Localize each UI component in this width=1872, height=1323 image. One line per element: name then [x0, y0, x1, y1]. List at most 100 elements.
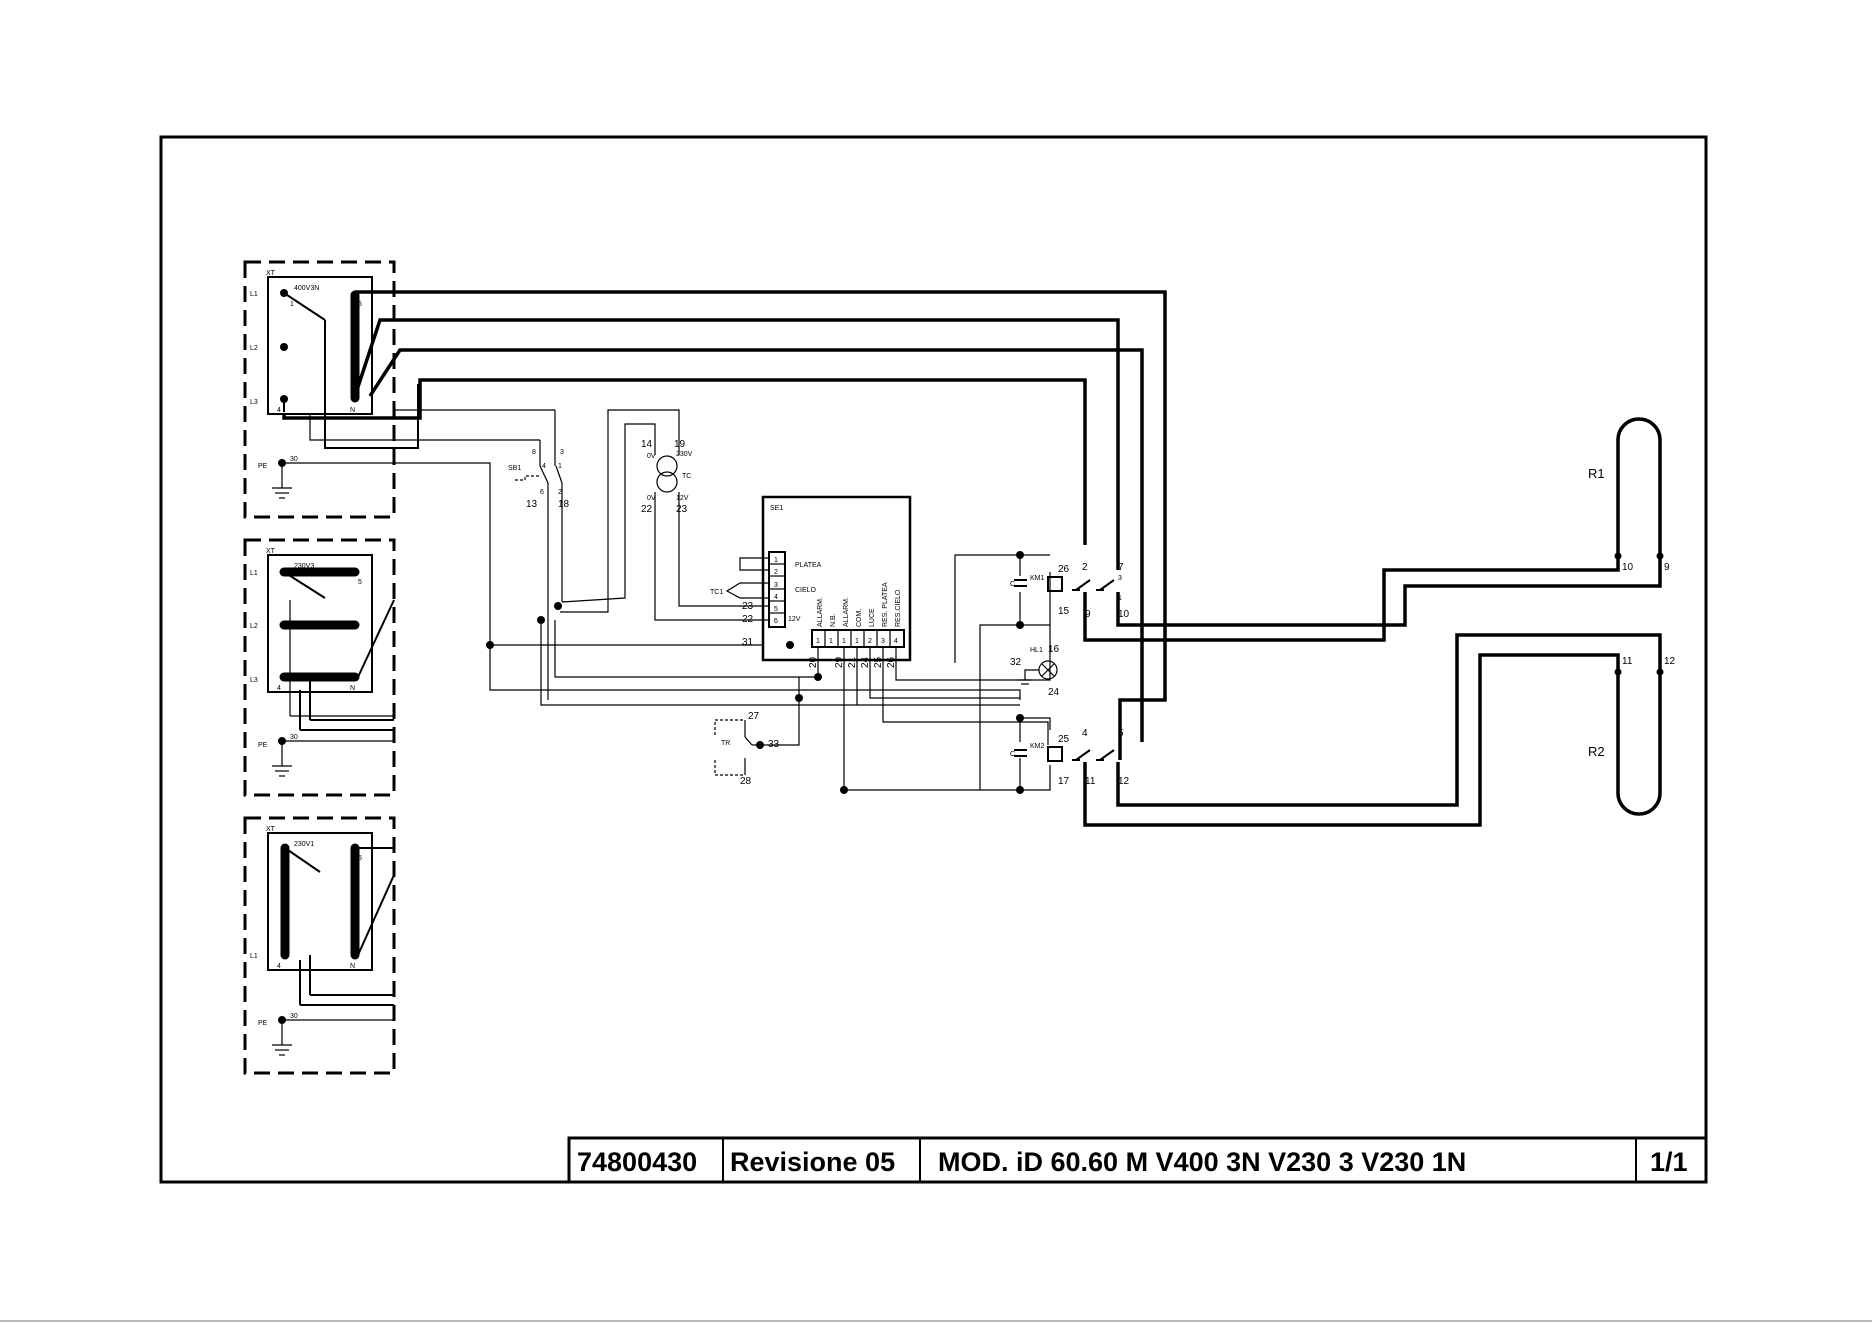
km2-c12: 12 [1118, 776, 1130, 787]
tb2-l2: L2 [250, 623, 258, 630]
controller-se1: SE1 1 2 3 4 5 6 PLATEA CIELO 12V TC1 23 … [710, 495, 912, 668]
tb1-n4: 4 [277, 407, 281, 414]
tb3-n4: 4 [277, 963, 281, 970]
km2-tag: KM2 [1030, 743, 1045, 750]
sb1-n3: 3 [560, 449, 564, 456]
km2-cap: C [1010, 751, 1015, 758]
sb1-n4: 4 [542, 463, 546, 470]
km1-tag: KM1 [1030, 575, 1045, 582]
tc-12v: 12V [676, 495, 689, 502]
se1-w22: 22 [742, 614, 754, 625]
terminal-block-400v3n: XT 400V3N L1 L2 L3 1 5 4 N PE 30 [243, 260, 396, 519]
se1-w21: 21 [847, 656, 858, 668]
tb2-nn: N [350, 685, 355, 692]
sb1-n6: 6 [540, 489, 544, 496]
tb3-pe: PE [258, 1020, 268, 1027]
tb2-n5: 5 [358, 579, 362, 586]
sb1-n18: 18 [558, 499, 570, 510]
relay-km2: C KM2 25 17 4 5 11 12 [1010, 728, 1130, 787]
se1-in3: 3 [774, 582, 778, 589]
tr-n28: 28 [740, 776, 752, 787]
se1-w25: 25 [873, 656, 884, 668]
tb1-l3: L3 [250, 399, 258, 406]
r1-n9: 9 [1664, 562, 1670, 573]
tb1-voltage: 400V3N [294, 285, 319, 292]
thermostat-tr: TR 27 33 28 [714, 711, 780, 787]
sb1-n13: 13 [526, 499, 538, 510]
tb1-nn: N [350, 407, 355, 414]
sb1-n2: 2 [558, 489, 562, 496]
se1-tag: SE1 [770, 505, 783, 512]
tb2-tag: XT [266, 548, 276, 555]
se1-w23: 23 [742, 601, 754, 612]
tb3-nn: N [350, 963, 355, 970]
tr-tag: TR [721, 740, 730, 747]
km1-c2: 2 [1082, 562, 1088, 573]
tb2-pe-num: 30 [290, 734, 298, 741]
km1-cap: C [1010, 581, 1015, 588]
revision-label: Revisione 05 [730, 1147, 895, 1177]
tb1-n5: 5 [358, 301, 362, 308]
se1-out-platea: 3 [881, 638, 885, 645]
se1-lbl-com: COM. [856, 609, 863, 627]
se1-lbl-allarm2: ALLARM. [843, 597, 850, 627]
km1-c9: 9 [1085, 609, 1091, 620]
drawing-number: 74800430 [577, 1147, 697, 1177]
tb3-tag: XT [266, 826, 276, 833]
hl1-n32: 32 [1010, 657, 1022, 668]
sb1-tag: SB1 [508, 465, 521, 472]
tb2-l3: L3 [250, 677, 258, 684]
km2-c4: 4 [1082, 728, 1088, 739]
tr-n27: 27 [748, 711, 760, 722]
tb3-l1: L1 [250, 953, 258, 960]
se1-in4: 4 [774, 594, 778, 601]
resistor-r2: R2 11 12 [1588, 656, 1676, 816]
se1-outputs: 1 1 1 1 2 3 4 ALLARM. N.B. ALLARM. COM. … [816, 582, 902, 647]
switch-sb1: SB1 8 3 4 1 6 2 13 18 [508, 410, 570, 700]
r2-tag: R2 [1588, 744, 1605, 759]
se1-out-luce: 2 [868, 638, 872, 645]
resistor-r1: R1 10 9 [1588, 417, 1670, 573]
se1-lbl-res-cielo: RES.CIELO [895, 589, 902, 627]
tc-0v-bot: 0V [647, 495, 656, 502]
sheet-number: 1/1 [1650, 1147, 1688, 1177]
tb2-voltage: 230V3 [294, 563, 314, 570]
r2-n12: 12 [1664, 656, 1676, 667]
tc-n23: 23 [676, 504, 688, 515]
se1-in1: 1 [774, 557, 778, 564]
se1-w24: 24 [860, 656, 871, 668]
tb1-tag: XT [266, 270, 276, 277]
tb1-n1: 1 [290, 301, 294, 308]
se1-out-a1: 1 [816, 638, 820, 645]
se1-lbl-allarm1: ALLARM. [817, 597, 824, 627]
r1-n10: 10 [1622, 562, 1634, 573]
model-label: MOD. iD 60.60 M V400 3N V230 3 V230 1N [938, 1147, 1466, 1177]
tr-n33: 33 [768, 739, 780, 750]
se1-out-cielo: 4 [894, 638, 898, 645]
se1-in-platea: PLATEA [795, 562, 822, 569]
r1-tag: R1 [1588, 466, 1605, 481]
se1-w31: 31 [742, 637, 754, 648]
se1-in6: 6 [774, 618, 778, 625]
title-block: 74800430 Revisione 05 MOD. iD 60.60 M V4… [567, 1136, 1708, 1184]
hl1-n16: 16 [1048, 644, 1060, 655]
km2-n25: 25 [1058, 734, 1070, 745]
se1-lbl-res-platea: RES. PLATEA [882, 582, 889, 627]
tb3-voltage: 230V1 [294, 841, 314, 848]
km1-n26: 26 [1058, 564, 1070, 575]
km2-n17: 17 [1058, 776, 1070, 787]
sb1-n8: 8 [532, 449, 536, 456]
se1-out-com: 1 [855, 638, 859, 645]
lamp-hl1: 32 HL1 16 24 [1010, 644, 1060, 698]
tc-n19: 19 [674, 439, 686, 450]
se1-inputs: 1 2 3 4 5 6 PLATEA CIELO 12V TC1 [710, 557, 822, 625]
transformer-tc: 14 19 0V 230V TC 0V 12V 22 23 [560, 409, 770, 621]
hl1-n24: 24 [1048, 687, 1060, 698]
tb3-n5: 5 [358, 855, 362, 862]
se1-w26: 26 [886, 656, 897, 668]
relay-km1: C KM1 26 15 2 7 9 10 3 1 [1010, 562, 1130, 620]
resistor-wires [1083, 556, 1662, 827]
se1-out-a2: 1 [842, 638, 846, 645]
tc-230v: 230V [676, 451, 693, 458]
